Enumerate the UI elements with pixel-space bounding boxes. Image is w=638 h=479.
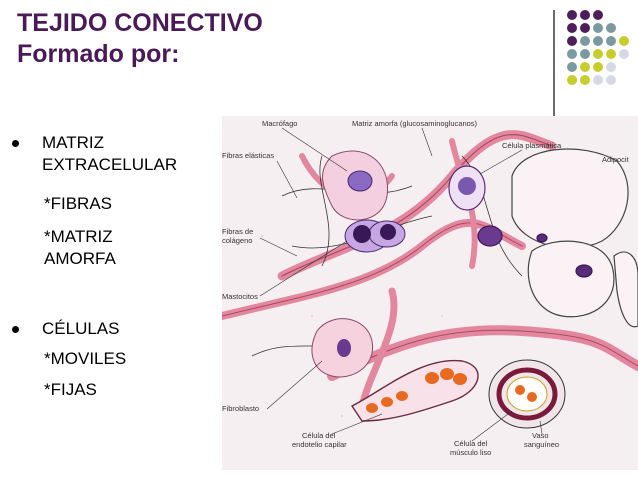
- label-fibroblasto: Fibroblasto: [222, 404, 259, 413]
- dot-icon: [593, 75, 603, 85]
- dot-icon: [606, 62, 616, 72]
- label-vaso: Vaso: [532, 431, 549, 440]
- decorative-divider: [553, 10, 555, 116]
- dot-icon: [593, 23, 603, 33]
- label-matriz-amorfa: Matriz amorfa (glucosaminoglucanos): [352, 119, 478, 128]
- sub-item: AMORFA: [44, 249, 116, 268]
- mast-cells: [344, 219, 406, 253]
- dot-icon: [606, 49, 616, 59]
- label-mastocitos: Mastocitos: [222, 292, 258, 301]
- dot-icon: [567, 49, 577, 59]
- dot-icon: [619, 49, 629, 59]
- dot-icon: [567, 75, 577, 85]
- macrophage-cell: [322, 150, 389, 221]
- sub-item: *MOVILES: [44, 349, 127, 368]
- adipocytes: [477, 148, 638, 328]
- dot-icon: [606, 36, 616, 46]
- label-adipocito: Adipocit: [602, 155, 630, 164]
- dot-icon: [593, 10, 603, 20]
- slide-title: TEJIDO CONECTIVO Formado por:: [17, 8, 263, 70]
- dot-icon: [567, 10, 577, 20]
- bullet-label-cont: EXTRACELULAR: [42, 155, 178, 174]
- fibroblast-cell: [311, 318, 374, 378]
- sub-item: *MATRIZ: [44, 227, 113, 246]
- dot-icon: [580, 10, 590, 20]
- sub-item: *FIJAS: [44, 380, 97, 399]
- dot-icon: [580, 49, 590, 59]
- connective-tissue-diagram: Macrófago Matriz amorfa (glucosaminogluc…: [222, 116, 638, 470]
- capillary: [350, 359, 479, 422]
- dot-icon: [567, 36, 577, 46]
- decorative-dot-grid: [565, 10, 635, 90]
- label-musculo-liso-2: músculo liso: [450, 448, 491, 457]
- dot-icon: [580, 62, 590, 72]
- label-macrofago: Macrófago: [262, 119, 297, 128]
- sub-item: *FIBRAS: [44, 194, 113, 213]
- blood-vessel: [488, 359, 566, 429]
- bullet-icon: [12, 140, 19, 147]
- plasma-cell: [448, 165, 486, 211]
- dot-icon: [580, 75, 590, 85]
- bullet-label: CÉLULAS: [42, 319, 120, 338]
- dot-icon: [567, 62, 577, 72]
- title-line-1: TEJIDO CONECTIVO: [17, 9, 263, 37]
- label-endotelio-2: endotelio capilar: [292, 440, 347, 449]
- bullet-icon: [12, 326, 19, 333]
- bullet-label: MATRIZ: [42, 133, 105, 152]
- label-fibras-colageno-2: colágeno: [222, 236, 252, 245]
- title-line-2: Formado por:: [17, 40, 180, 68]
- label-celula-plasmatica: Célula plasmática: [502, 141, 562, 150]
- dot-icon: [619, 36, 629, 46]
- dot-icon: [593, 62, 603, 72]
- dot-icon: [567, 23, 577, 33]
- dot-icon: [580, 36, 590, 46]
- dot-icon: [606, 23, 616, 33]
- label-endotelio: Célula del: [302, 431, 336, 440]
- dot-icon: [593, 49, 603, 59]
- label-vaso-2: sanguíneo: [524, 440, 559, 449]
- label-musculo-liso: Célula del: [454, 439, 488, 448]
- dot-icon: [580, 23, 590, 33]
- dot-icon: [606, 75, 616, 85]
- dot-icon: [593, 36, 603, 46]
- label-fibras-elasticas: Fibras elásticas: [222, 151, 274, 160]
- label-leader-lines: [259, 127, 543, 442]
- label-fibras-colageno: Fibras de: [222, 227, 253, 236]
